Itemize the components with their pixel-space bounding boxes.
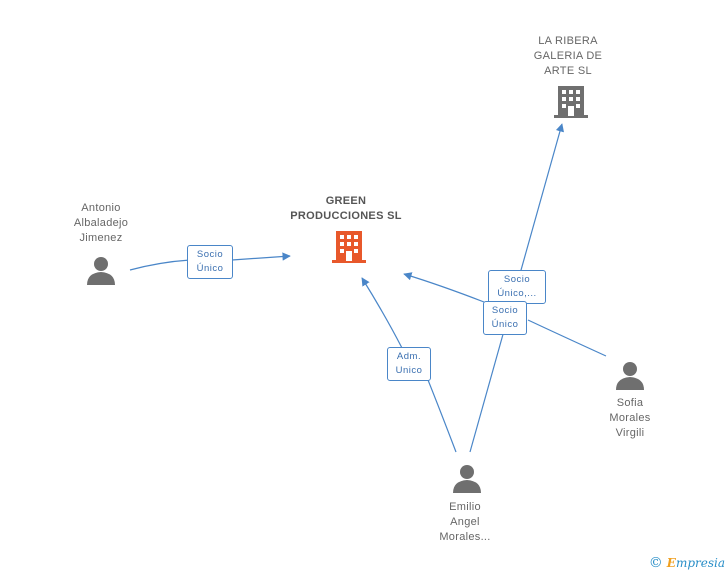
brand-name: mpresia	[675, 556, 725, 570]
edge-antonio-green	[129, 259, 191, 271]
company-green-label[interactable]: GREEN PRODUCCIONES SL	[290, 195, 402, 222]
edge-emilio-green	[427, 379, 457, 453]
person-icon[interactable]	[452, 464, 482, 494]
brand-initial: E	[666, 556, 676, 570]
edge-label-emilio-green[interactable]: Adm. Unico	[387, 347, 431, 381]
person-icon[interactable]	[615, 361, 645, 391]
edge-antonio-green-tail	[231, 252, 291, 261]
person-antonio-label[interactable]: Antonio Albaladejo Jimenez	[73, 202, 129, 244]
company-building-icon[interactable]	[554, 84, 588, 120]
brand-logo[interactable]: ©Empresia	[649, 555, 725, 571]
edge-sofia-green	[527, 319, 607, 357]
company-laribera-label[interactable]: LA RIBERA GALERIA DE ARTE SL	[533, 35, 603, 77]
edge-label-antonio-green[interactable]: Socio Único	[187, 245, 233, 279]
person-icon[interactable]	[86, 256, 116, 286]
person-sofia-label[interactable]: Sofia Morales Virgili	[609, 397, 651, 439]
edge-label-emilio-laribera[interactable]: Socio Único,...	[488, 270, 546, 304]
person-emilio-label[interactable]: Emilio Angel Morales...	[439, 501, 491, 543]
company-building-icon[interactable]	[332, 229, 366, 265]
edge-emilio-green-tail	[361, 277, 403, 349]
edge-label-sofia-green[interactable]: Socio Único	[483, 301, 527, 335]
edge-sofia-green-tail	[403, 272, 485, 303]
copyright-icon: ©	[648, 555, 663, 571]
